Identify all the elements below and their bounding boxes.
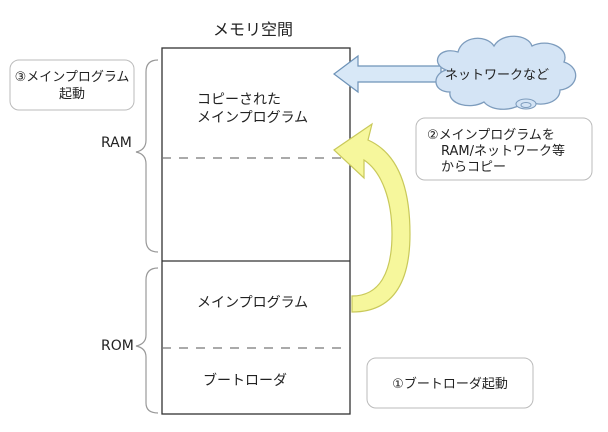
diagram-title: メモリ空間 xyxy=(213,20,293,39)
ram-brace xyxy=(135,59,159,253)
note-step2-line3: からコピー xyxy=(441,160,506,175)
ram-label: RAM xyxy=(101,135,132,151)
rom-brace xyxy=(135,267,159,414)
network-cloud-shape xyxy=(435,35,577,110)
rom-bootloader-label: ブートローダ xyxy=(203,372,287,389)
network-label: ネットワークなど xyxy=(445,68,549,83)
note-step1: ①ブートローダ起動 xyxy=(366,357,534,409)
note-step3: ③メインプログラム 起動 xyxy=(9,59,135,111)
ram-region-label-line2: メインプログラム xyxy=(197,110,308,126)
rom-to-ram-copy-arrow xyxy=(333,122,411,313)
note-step1-text: ①ブートローダ起動 xyxy=(392,376,508,392)
memory-block xyxy=(161,47,351,415)
note-step2: ②メインプログラムを RAM/ネットワーク等 からコピー xyxy=(415,117,593,181)
note-step3-line2: 起動 xyxy=(59,87,85,102)
network-copy-arrow xyxy=(333,54,442,94)
note-step3-line1: ③メインプログラム xyxy=(15,70,130,85)
note-step3-box xyxy=(9,59,135,111)
note-step2-line2: RAM/ネットワーク等 xyxy=(441,143,565,159)
ram-region-label-line1: コピーされた xyxy=(197,92,281,108)
note-step1-box xyxy=(366,357,534,409)
rom-label: ROM xyxy=(101,338,134,354)
note-step2-box xyxy=(415,117,593,181)
rom-main-program-label: メインプログラム xyxy=(197,295,308,311)
cloud-tail-small xyxy=(520,102,532,108)
note-step2-line1: ②メインプログラムを xyxy=(427,128,555,143)
